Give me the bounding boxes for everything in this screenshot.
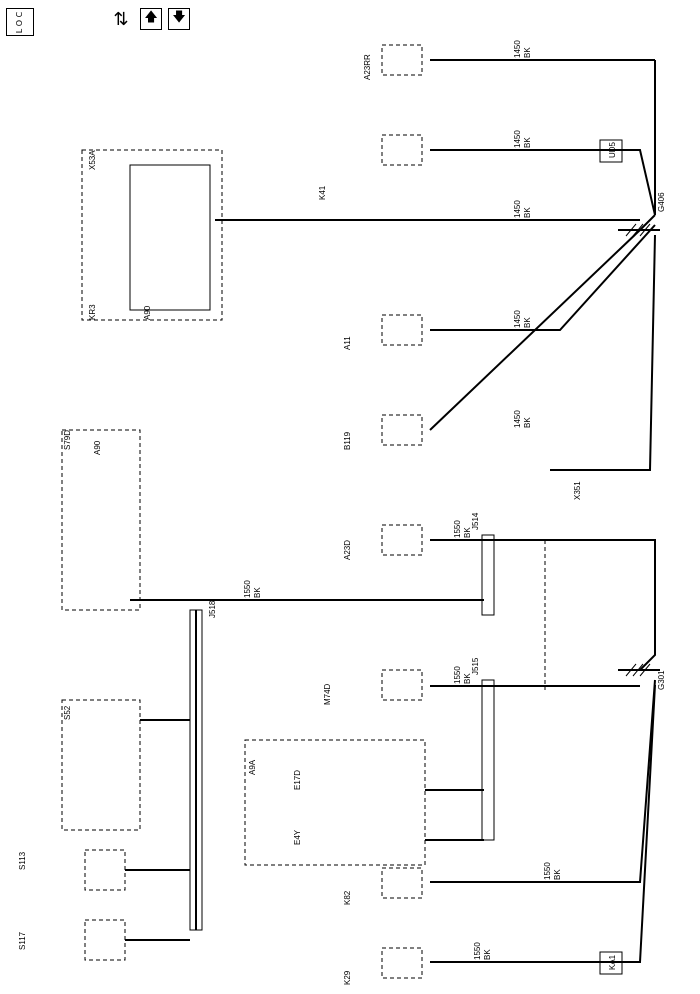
switch-s79d-box (61, 429, 141, 611)
ground-g301-label: G301 (657, 670, 666, 690)
wire-color-3: BK (523, 207, 532, 218)
switch-s52-box (61, 699, 141, 831)
tag-ud5 (599, 139, 623, 163)
wire-label-3: 1450 (513, 200, 522, 218)
label-s117: S117 (18, 931, 27, 950)
wire-color-4: BK (523, 317, 532, 328)
ground-bus-bottom-right (639, 560, 656, 671)
label-x351: X351 (573, 481, 582, 500)
wire-label-4: 1450 (513, 310, 522, 328)
ground-g301: G301 (618, 663, 666, 690)
label-k29: K29 (343, 970, 352, 985)
label-a23rr: A23RR (363, 54, 372, 80)
tag-ud5-label: UD5 (608, 141, 617, 158)
wire-color-7: BK (253, 587, 262, 598)
wire-color-6: BK (463, 527, 472, 538)
component-labels: A23RR K41 A11 B119 X351 A23D M74D K82 K2… (18, 54, 582, 985)
ground-g406-label: G406 (657, 192, 666, 212)
splice-bar-j514 (481, 534, 495, 616)
relay-kr3 (129, 164, 211, 311)
wire-label-10: 1550 (473, 942, 482, 960)
label-a9a: A9A (248, 759, 257, 775)
label-a23d: A23D (343, 540, 352, 560)
wire-color-5: BK (523, 417, 532, 428)
wire-color-1: BK (523, 47, 532, 58)
wire-color-10: BK (483, 949, 492, 960)
switch-s113-box (84, 849, 126, 891)
wire-x351 (550, 234, 656, 471)
wire-k29 (430, 684, 656, 963)
mirror-block-a9a (244, 739, 426, 866)
wire-label-6: 1550 (453, 520, 462, 538)
locate-button[interactable]: L O C (6, 8, 34, 36)
wire-b119 (429, 229, 641, 431)
label-kr3: KR3 (88, 304, 97, 320)
label-a90-switch: A90 (93, 440, 102, 455)
wire-a23d-g (484, 539, 656, 655)
ground-bus-top (639, 60, 656, 231)
splice-j514-label: J514 (471, 512, 480, 530)
wire-label-5: 1450 (513, 410, 522, 428)
wire-label-8: 1550 (453, 666, 462, 684)
label-k41: K41 (318, 185, 327, 200)
label-b119: B119 (343, 431, 352, 450)
splice-j518-label: J518 (208, 600, 217, 618)
label-k82: K82 (343, 890, 352, 905)
wire-color-8: BK (463, 673, 472, 684)
left-wires (125, 719, 190, 941)
label-e17d: E17D (293, 770, 302, 790)
splice-j515-label: J515 (471, 657, 480, 675)
wire-label-7: 1550 (243, 580, 252, 598)
arrow-up-icon[interactable]: 🡅 (140, 8, 162, 30)
label-e4y: E4Y (293, 829, 302, 845)
label-s52: S52 (63, 705, 72, 720)
wire-a11 (430, 224, 656, 331)
label-m74d: M74D (323, 683, 332, 705)
relay-block-x53a (81, 149, 223, 321)
wire-k82 (430, 679, 656, 883)
splice-bar-j515 (481, 679, 495, 841)
label-s79d: S79D (63, 430, 72, 450)
wire-annotations: 1450 BK 1450 BK 1450 BK 1450 BK 1450 BK … (243, 40, 562, 960)
ground-g406: G406 (618, 192, 666, 237)
label-s113: S113 (18, 851, 27, 870)
wire-color-9: BK (553, 869, 562, 880)
label-x53a: X53A (88, 150, 97, 170)
label-a90-relay: A90 (143, 305, 152, 320)
swap-arrows-icon[interactable]: ⇅ (110, 8, 132, 30)
switch-s117-box (84, 919, 126, 961)
tag-ka1 (599, 951, 623, 975)
mirror-wires (425, 789, 484, 841)
wire-color-2: BK (523, 137, 532, 148)
wire-label-1: 1450 (513, 40, 522, 58)
arrow-down-icon[interactable]: 🡇 (168, 8, 190, 30)
wire-k41 (430, 149, 656, 216)
tag-ka1-label: KA1 (608, 954, 617, 970)
wire-label-2: 1450 (513, 130, 522, 148)
label-a11: A11 (343, 336, 352, 350)
wire-label-9: 1550 (543, 862, 552, 880)
